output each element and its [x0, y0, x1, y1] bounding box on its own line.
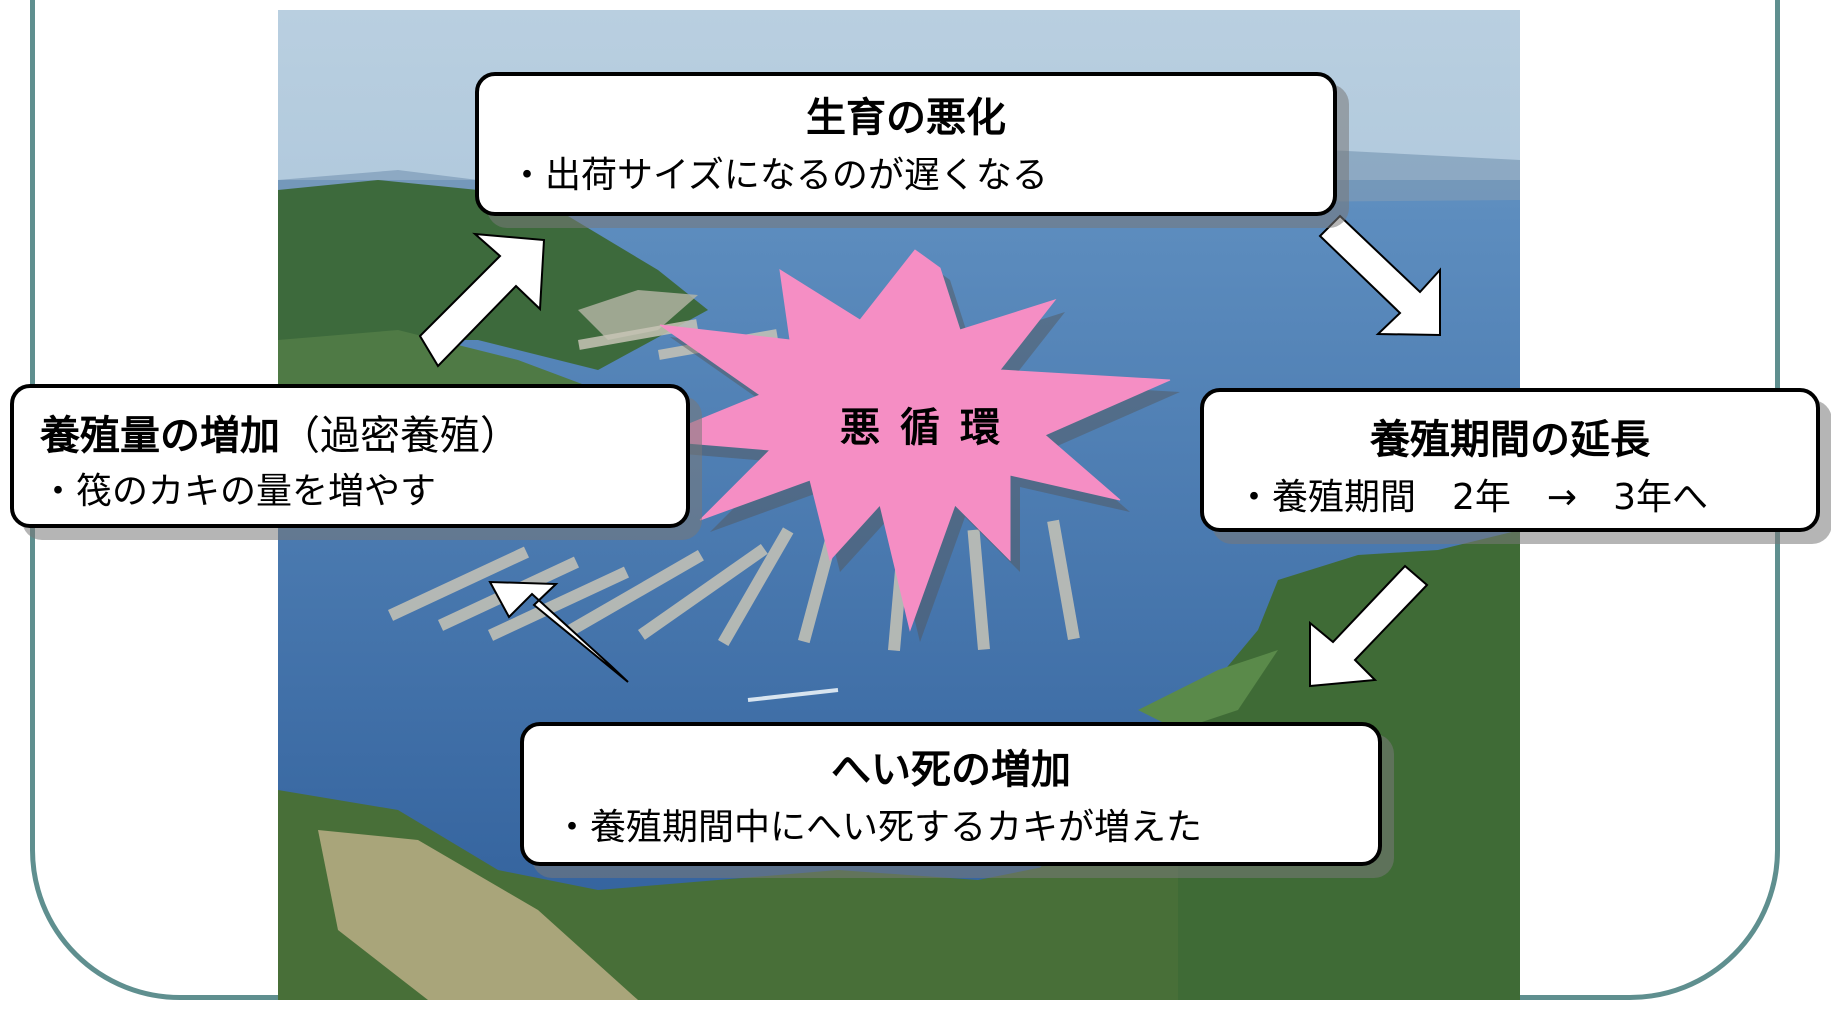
culture-amount-increase-box: 養殖量の増加（過密養殖） ・筏のカキの量を増やす — [10, 384, 690, 528]
mortality-increase-text: ・養殖期間中にへい死するカキが増えた — [554, 807, 1203, 848]
growth-deterioration-text: ・出荷サイズになるのが遅くなる — [509, 155, 1048, 196]
culture-amount-increase-title: 養殖量の増加（過密養殖） — [40, 412, 520, 460]
growth-deterioration-box: 生育の悪化 ・出荷サイズになるのが遅くなる — [475, 72, 1337, 216]
growth-deterioration-title: 生育の悪化 — [806, 95, 1006, 141]
culture-period-extension-text: ・養殖期間 2年 → 3年へ — [1236, 477, 1708, 518]
vicious-cycle-label: 悪循環 — [840, 405, 1020, 451]
mortality-increase-title: へい死の増加 — [831, 747, 1071, 793]
culture-amount-increase-text: ・筏のカキの量を増やす — [40, 471, 437, 512]
culture-period-extension-box: 養殖期間の延長 ・養殖期間 2年 → 3年へ — [1200, 388, 1820, 532]
culture-amount-increase-title-paren: （過密養殖） — [280, 413, 520, 459]
mortality-increase-box: へい死の増加 ・養殖期間中にへい死するカキが増えた — [520, 722, 1382, 866]
culture-amount-increase-title-main: 養殖量の増加 — [40, 413, 280, 459]
culture-period-extension-title: 養殖期間の延長 — [1370, 417, 1650, 463]
